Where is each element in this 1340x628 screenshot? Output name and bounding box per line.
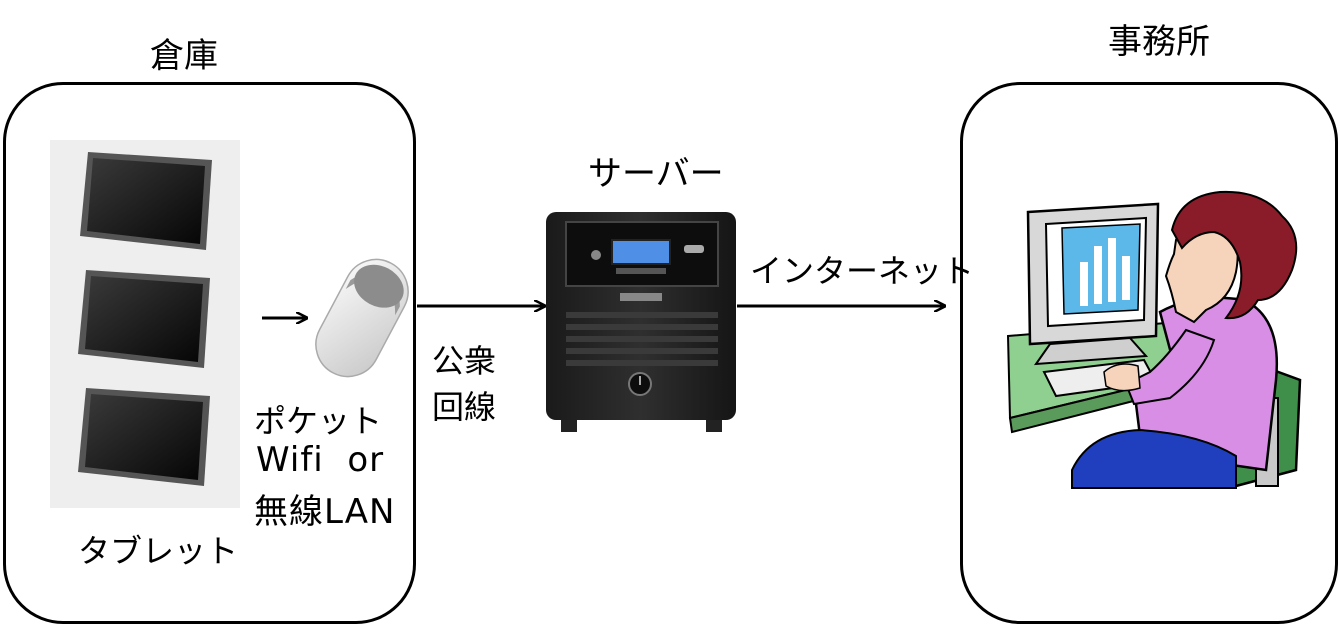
router-label-line-1: ポケット — [254, 402, 383, 440]
office-title: 事務所 — [1108, 22, 1210, 62]
internet-label: インターネット — [750, 252, 975, 290]
public-line-label-1: 公衆 — [432, 342, 497, 380]
tablet-3 — [78, 388, 210, 486]
tablet-2 — [78, 270, 210, 368]
warehouse-title: 倉庫 — [150, 36, 218, 76]
office-worker-illustration — [1006, 190, 1302, 489]
pocket-wifi-router — [315, 258, 409, 378]
tablet-label: タブレット — [78, 532, 239, 570]
router-label-line-3: 無線LAN — [254, 492, 396, 532]
tablet-1 — [80, 152, 212, 250]
server-icon — [546, 212, 736, 432]
router-label-line-2: Wifi or — [256, 440, 385, 480]
public-line-label-2: 回線 — [432, 388, 497, 426]
server-title: サーバー — [588, 154, 724, 194]
